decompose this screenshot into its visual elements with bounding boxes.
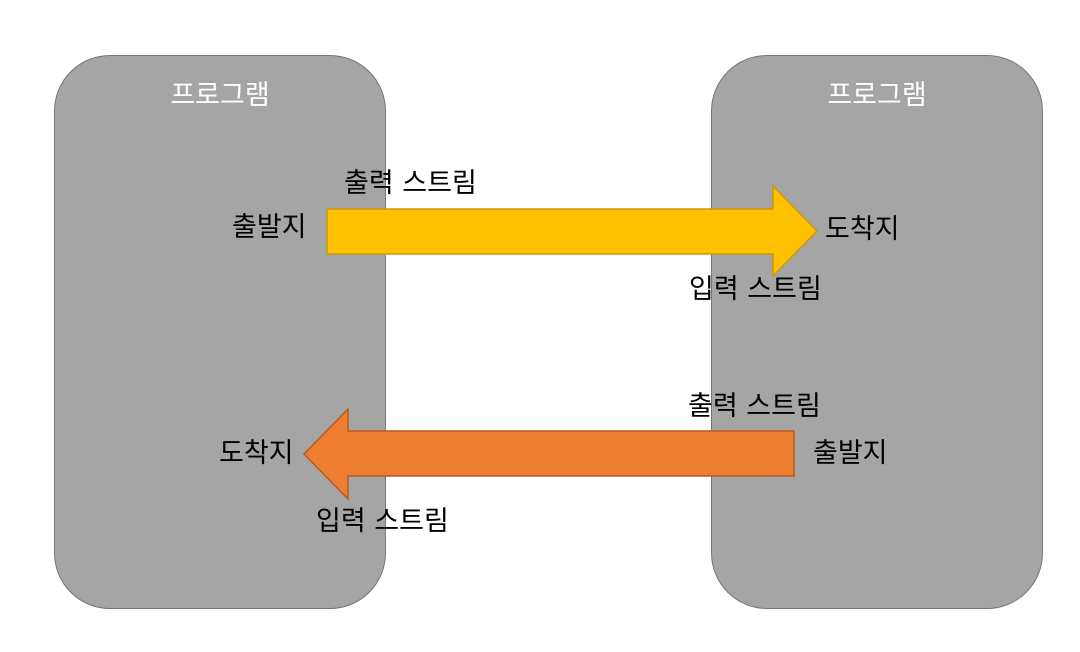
upper-stream-arrow [326,184,819,278]
program-box-left: 프로그램 [54,55,386,609]
lower-stream-arrow [302,407,795,501]
upper-source-label: 출발지 [232,212,307,243]
upper-destination-label: 도착지 [825,214,900,245]
lower-destination-label: 도착지 [219,438,294,469]
lower-input-stream-label: 입력 스트림 [316,506,449,537]
program-title-left: 프로그램 [170,80,270,111]
upper-output-stream-label: 출력 스트림 [344,168,477,199]
program-title-right: 프로그램 [827,80,927,111]
program-box-right: 프로그램 [711,55,1043,609]
lower-output-stream-label: 출력 스트림 [688,391,821,422]
lower-source-label: 출발지 [813,438,888,469]
upper-input-stream-label: 입력 스트림 [689,274,822,305]
